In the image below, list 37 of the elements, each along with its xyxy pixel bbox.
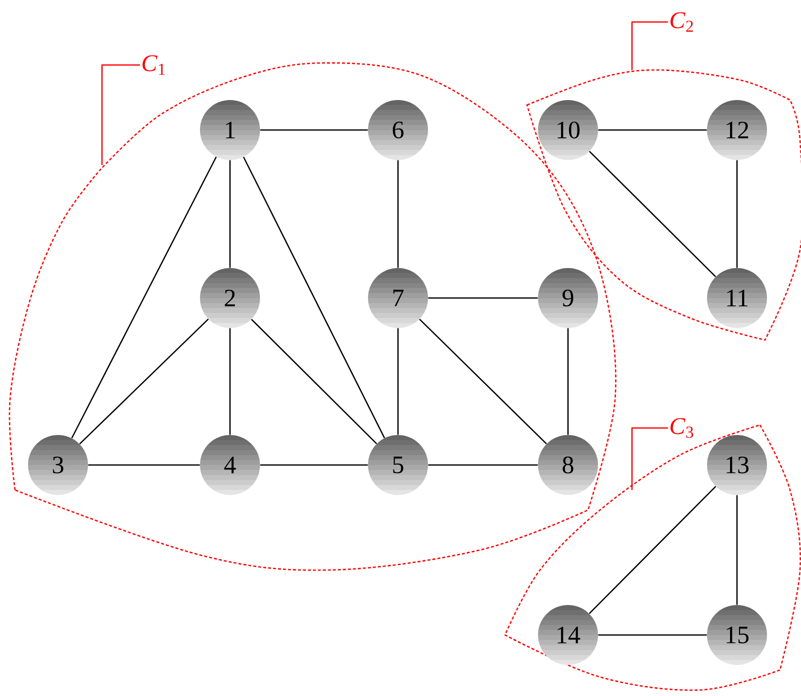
edge-line bbox=[567, 328, 569, 435]
edge-line bbox=[229, 328, 231, 435]
edge-line bbox=[260, 129, 368, 131]
edge-line bbox=[229, 160, 231, 268]
edge-line bbox=[79, 318, 209, 444]
edge-line bbox=[260, 464, 368, 466]
node-label: 2 bbox=[224, 290, 235, 306]
node-label: C$_{2}$ bbox=[670, 12, 693, 32]
edge-line bbox=[397, 328, 399, 435]
node-label: 8 bbox=[562, 456, 574, 474]
node-label: 12 bbox=[726, 122, 748, 138]
edge-line bbox=[598, 634, 707, 636]
node-label: 7 bbox=[393, 290, 404, 306]
node-label: 13 bbox=[726, 456, 749, 474]
edge-line bbox=[397, 160, 399, 268]
node-label: 4 bbox=[224, 456, 236, 474]
edge-line bbox=[242, 156, 386, 438]
edge-line bbox=[428, 297, 538, 299]
node-label: 3 bbox=[52, 456, 64, 474]
edge-line bbox=[598, 129, 707, 131]
edge-line bbox=[88, 464, 200, 466]
edge-line bbox=[419, 318, 547, 444]
edge-line bbox=[736, 495, 738, 605]
node-label: 15 bbox=[726, 626, 749, 644]
node-label: 10 bbox=[558, 122, 580, 138]
edge-line bbox=[736, 160, 738, 268]
edge-line bbox=[428, 464, 538, 466]
node-label: 1 bbox=[226, 122, 235, 138]
edge-line bbox=[250, 318, 378, 444]
node-label: 14 bbox=[558, 626, 580, 644]
edge-line bbox=[588, 486, 716, 614]
edge-line bbox=[588, 150, 716, 278]
edge-line bbox=[71, 156, 217, 438]
node-label: 11 bbox=[727, 290, 748, 306]
node-label: 9 bbox=[562, 290, 574, 306]
node-label: 5 bbox=[393, 456, 404, 474]
node-label: 6 bbox=[392, 122, 404, 138]
